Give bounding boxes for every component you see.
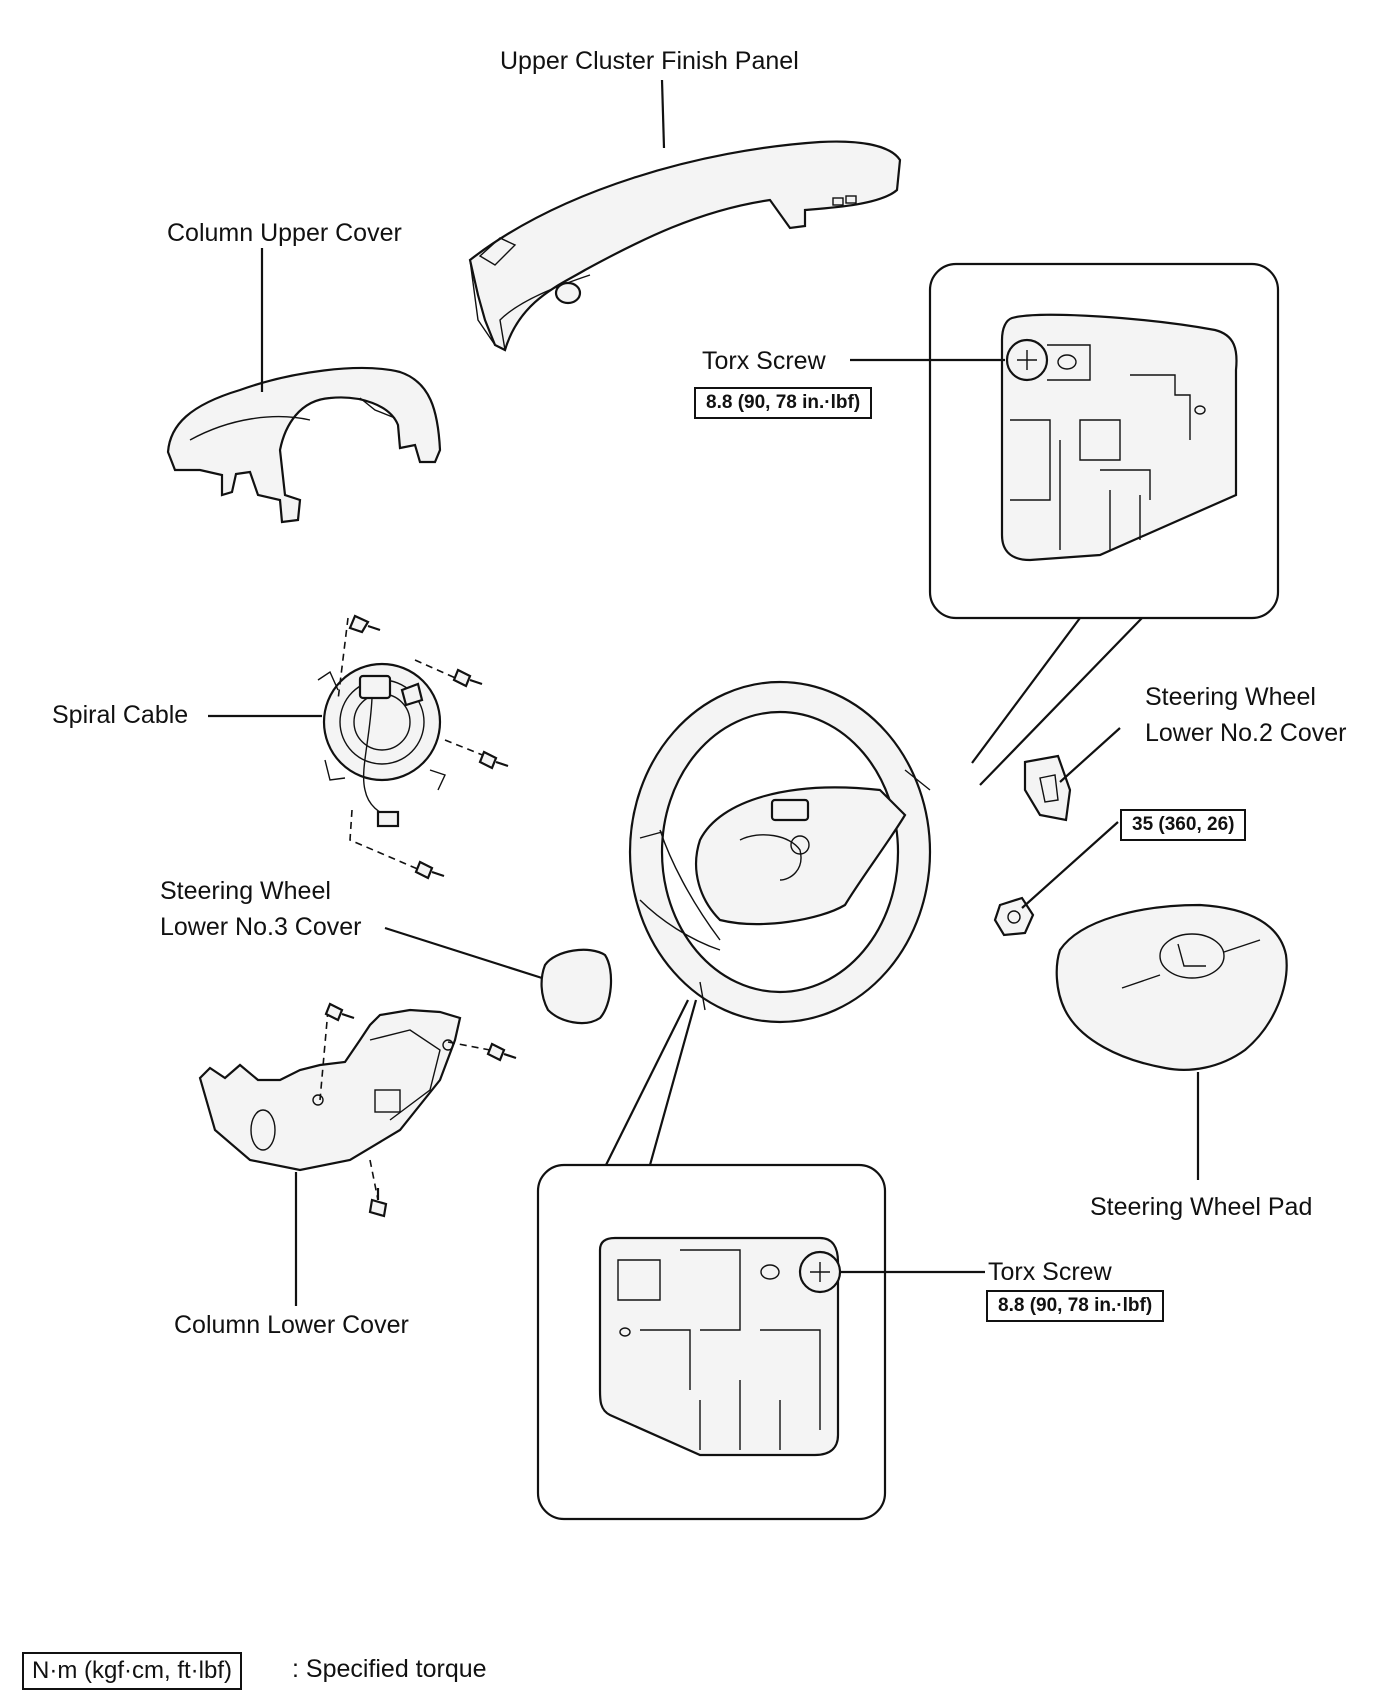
- label-steering-wheel-pad: Steering Wheel Pad: [1090, 1193, 1313, 1221]
- bolts-spiral-cable: [348, 614, 509, 880]
- label-spiral-cable: Spiral Cable: [52, 701, 189, 729]
- inset-bottom-connector-right: [648, 999, 698, 1166]
- inset-bottom-connector-left: [605, 999, 689, 1166]
- bottom-detail-inset: [536, 1163, 887, 1521]
- label-lower-no2-cover-line2: Lower No.2 Cover: [1145, 719, 1347, 747]
- label-lower-no3-cover-line1: Steering Wheel: [160, 877, 331, 905]
- torque-nut: 35 (360, 26): [1120, 809, 1247, 841]
- leader-upper-cluster-finish-panel: [660, 79, 666, 149]
- inset-top-connector-right: [979, 617, 1143, 786]
- leader-lower-no3-cover: [384, 926, 543, 980]
- steering-wheel-lower-no3-cover-part: [540, 948, 613, 1025]
- bolts-column-lower-cover: [324, 1002, 517, 1218]
- label-lower-no2-cover-line1: Steering Wheel: [1145, 683, 1316, 711]
- torque-torx-screw-top: 8.8 (90, 78 in.·lbf): [694, 387, 873, 419]
- top-detail-inset: [928, 262, 1280, 620]
- label-upper-cluster-finish-panel: Upper Cluster Finish Panel: [500, 47, 799, 75]
- spiral-cable-part: [317, 662, 446, 828]
- label-torx-screw-bottom: Torx Screw: [988, 1258, 1112, 1286]
- column-upper-cover-part: [166, 367, 442, 524]
- steering-wheel-lower-no2-cover-part: [1023, 754, 1072, 822]
- label-torx-screw-top: Torx Screw: [702, 347, 826, 375]
- upper-cluster-finish-panel-part: [468, 140, 902, 352]
- legend-description: : Specified torque: [292, 1655, 487, 1683]
- label-lower-no3-cover-line2: Lower No.3 Cover: [160, 913, 362, 941]
- leader-nut-torque: [1021, 821, 1119, 909]
- torque-torx-screw-bottom: 8.8 (90, 78 in.·lbf): [986, 1290, 1165, 1322]
- column-lower-cover-part: [198, 1008, 462, 1172]
- steering-wheel-part: [628, 680, 932, 1024]
- leader-lower-no2-cover: [1059, 727, 1121, 783]
- label-column-lower-cover: Column Lower Cover: [174, 1311, 409, 1339]
- inset-top-connector-left: [971, 617, 1081, 764]
- label-column-upper-cover: Column Upper Cover: [167, 219, 402, 247]
- steering-wheel-pad-part: [1055, 903, 1288, 1071]
- legend-unit-box: N·m (kgf·cm, ft·lbf): [22, 1652, 242, 1690]
